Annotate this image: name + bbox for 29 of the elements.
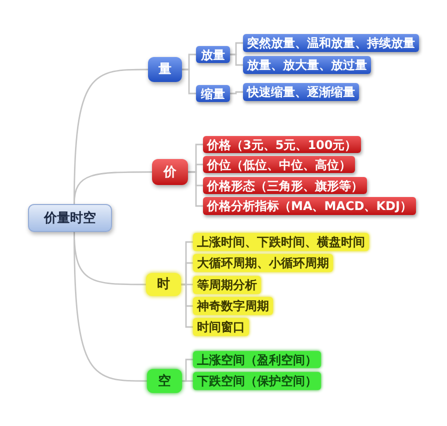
topic-box: 放量、放大量、放过量	[243, 56, 371, 74]
topic-box: 价格形态（三角形、旗形等）	[203, 177, 367, 194]
connector-line	[74, 232, 147, 382]
topic-box: 价格（3元、5元、100元）	[203, 136, 361, 153]
topic-box: 缩量	[196, 85, 230, 102]
connector-line	[230, 91, 243, 94]
central-topic-box: 价量时空	[28, 204, 112, 232]
connector-line	[182, 68, 196, 94]
connector-line	[188, 171, 203, 207]
topic-box: 快速缩量、逐渐缩量	[243, 83, 359, 101]
topic-box: 时间窗口	[193, 318, 249, 336]
topic-box: 下跌空间（保护空间）	[193, 372, 321, 390]
branch-box: 时	[146, 273, 181, 296]
connector-line	[182, 380, 193, 382]
topic-box: 突然放量、温和放量、持续放量	[243, 34, 419, 52]
branch-box: 空	[147, 369, 182, 393]
branch-box: 量	[148, 57, 182, 82]
topic-box: 价位（低位、中位、高位）	[203, 156, 355, 173]
topic-box: 上涨空间（盈利空间）	[193, 351, 321, 368]
connector-line	[181, 284, 193, 328]
connector-line	[230, 54, 243, 66]
branch-box: 价	[152, 159, 188, 185]
topic-box: 放量	[196, 46, 230, 63]
topic-box: 大循环周期、小循环周期	[193, 254, 333, 272]
topic-box: 价格分析指标（MA、MACD、KDJ）	[203, 197, 416, 215]
topic-box: 等周期分析	[193, 276, 261, 294]
connector-line	[74, 171, 152, 204]
topic-box: 神奇数字周期	[193, 297, 273, 315]
topic-box: 上涨时间、下跌时间、横盘时间	[193, 233, 369, 251]
